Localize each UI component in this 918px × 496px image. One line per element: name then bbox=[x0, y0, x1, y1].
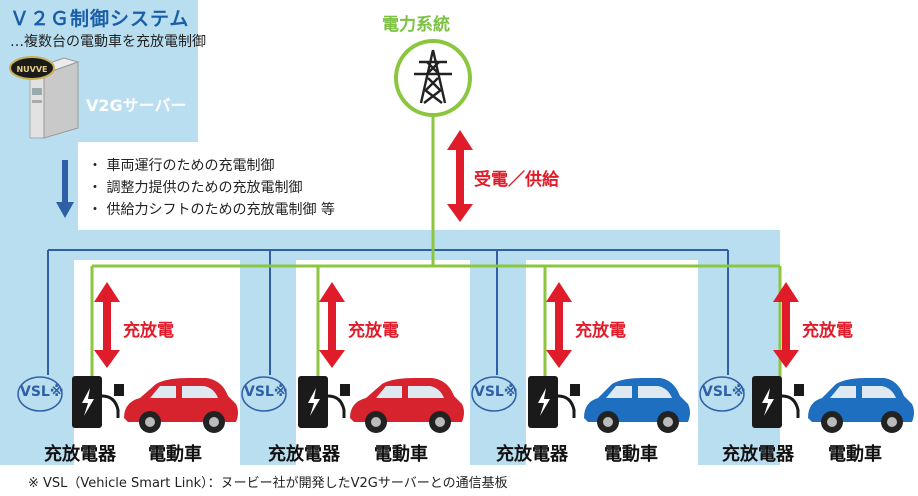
charger-icon bbox=[72, 376, 124, 428]
vsl-device bbox=[241, 376, 287, 412]
charger-label: 充放電器 bbox=[44, 444, 116, 465]
control-item: ・ 車両運行のための充電制御 bbox=[88, 158, 275, 174]
control-item: ・ 供給力シフトのための充放電制御 等 bbox=[88, 202, 335, 218]
charge-arrows bbox=[94, 282, 799, 368]
vsl-device bbox=[699, 376, 745, 412]
nuvve-logo bbox=[9, 56, 55, 80]
vehicle-label: 電動車 bbox=[604, 444, 658, 465]
car-icon bbox=[124, 378, 238, 433]
charge-label: 充放電 bbox=[348, 321, 399, 341]
charge-label: 充放電 bbox=[123, 321, 174, 341]
communication-band bbox=[0, 0, 780, 465]
car-icon bbox=[808, 378, 914, 433]
vsl-device bbox=[471, 376, 517, 412]
charge-label: 充放電 bbox=[802, 321, 853, 341]
vsl-device bbox=[17, 376, 63, 412]
charger-label: 充放電器 bbox=[722, 444, 794, 465]
control-list: ・ 車両運行のための充電制御 ・ 調整力提供のための充放電制御 ・ 供給力シフト… bbox=[88, 155, 335, 221]
charger-icon bbox=[528, 376, 580, 428]
charger-label: 充放電器 bbox=[496, 444, 568, 465]
vsl-label: VSL※ bbox=[702, 384, 746, 400]
page-title: Ｖ２Ｇ制御システム bbox=[10, 8, 190, 30]
charge-label: 充放電 bbox=[575, 321, 626, 341]
control-item: ・ 調整力提供のための充放電制御 bbox=[88, 180, 303, 196]
server-label: V2Gサーバー bbox=[86, 96, 187, 115]
charge-arrow-icon bbox=[546, 282, 572, 368]
car-icon bbox=[350, 378, 464, 433]
power-pylon-icon bbox=[394, 39, 472, 117]
grid-label: 電力系統 bbox=[382, 15, 450, 35]
charger-label: 充放電器 bbox=[268, 444, 340, 465]
grid-flow-label: 受電／供給 bbox=[474, 170, 559, 190]
vsl-label: VSL※ bbox=[20, 384, 64, 400]
nuvve-logo-text: NUVVE bbox=[16, 65, 47, 74]
page-subtitle: …複数台の電動車を充放電制御 bbox=[10, 34, 206, 50]
down-arrow-icon bbox=[56, 160, 74, 218]
vehicle-label: 電動車 bbox=[148, 444, 202, 465]
charger-icon bbox=[752, 376, 804, 428]
charge-arrow-icon bbox=[319, 282, 345, 368]
charge-arrow-icon bbox=[773, 282, 799, 368]
car-icon bbox=[584, 378, 690, 433]
vehicle-label: 電動車 bbox=[374, 444, 428, 465]
charge-arrow-icon bbox=[94, 282, 120, 368]
grid-flow-arrow-icon bbox=[447, 130, 473, 222]
server-icon bbox=[28, 57, 80, 139]
vsl-label: VSL※ bbox=[474, 384, 518, 400]
vsl-label: VSL※ bbox=[244, 384, 288, 400]
vehicle-label: 電動車 bbox=[828, 444, 882, 465]
communication-lines bbox=[47, 249, 729, 375]
footnote: ※ VSL（Vehicle Smart Link）：ヌービー社が開発したV2Gサ… bbox=[28, 476, 508, 491]
charger-icon bbox=[298, 376, 350, 428]
stations-graphics bbox=[17, 376, 914, 433]
power-lines bbox=[90, 115, 782, 378]
